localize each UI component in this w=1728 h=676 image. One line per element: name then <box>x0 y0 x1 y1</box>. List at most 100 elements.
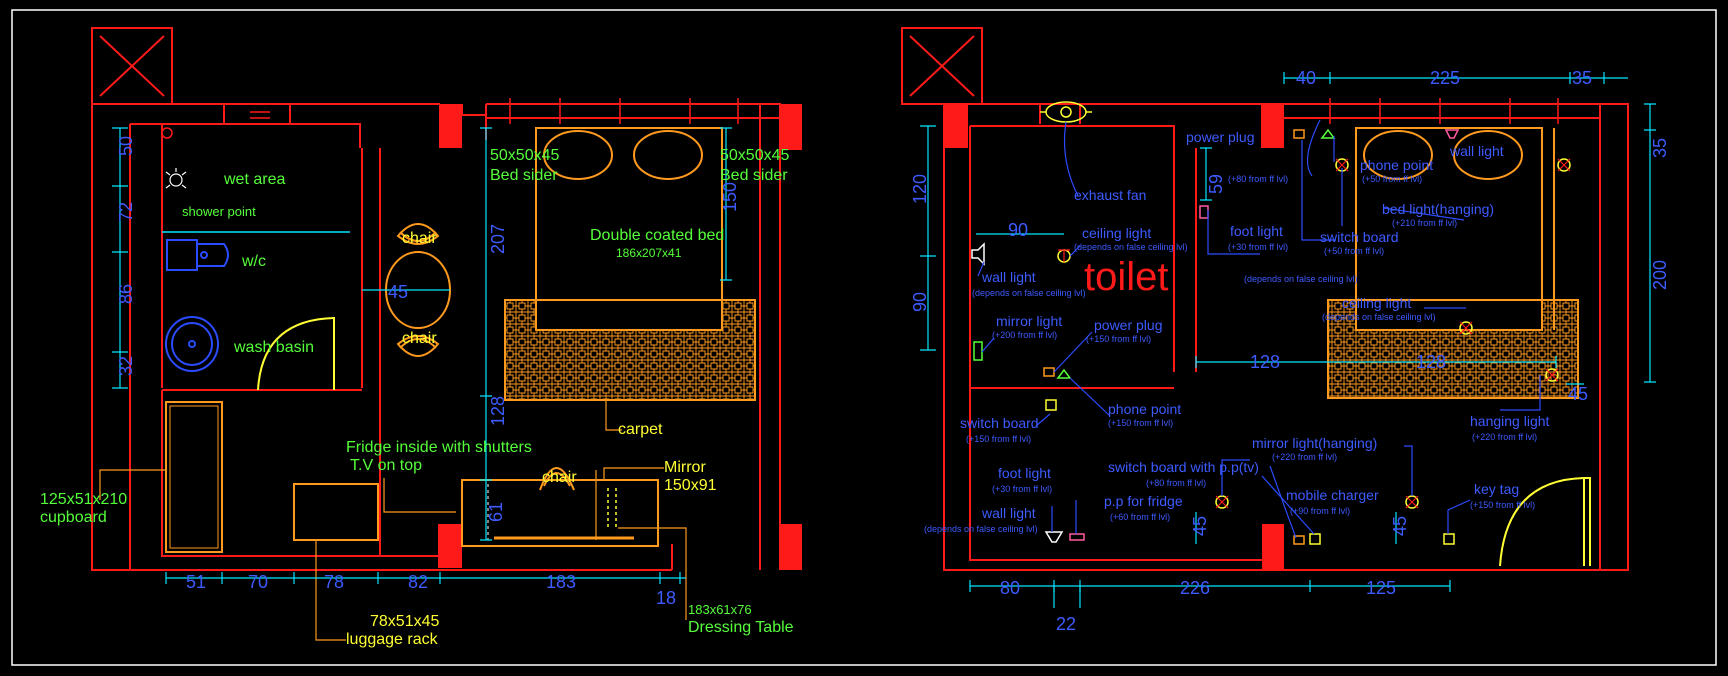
label-key-tag-note: (+150 from ff lvl) <box>1470 500 1535 510</box>
label-shower-point: shower point <box>182 204 256 219</box>
shower-point-icon <box>165 168 187 189</box>
mobile-charger-icon <box>1309 533 1321 545</box>
plan2-dim-lines <box>920 72 1656 608</box>
key-tag-icon <box>1443 533 1455 545</box>
label-mirror-light-hanging-note: (+220 from ff lvl) <box>1272 452 1337 462</box>
label-hanging-light-note: (+220 from ff lvl) <box>1472 432 1537 442</box>
label-key-tag: key tag <box>1474 481 1519 497</box>
sheet-frame <box>11 9 1717 666</box>
label-bed-sider-right-size: 50x50x45 <box>720 147 789 164</box>
plan2-walls <box>901 27 1629 571</box>
dim-61: 61 <box>486 502 506 522</box>
label-switch-board-pp: switch board with p.p(tv) <box>1108 459 1259 475</box>
cupboard-shape <box>165 401 223 553</box>
label-cupboard: cupboard <box>40 509 107 526</box>
plan1-dim-lines <box>112 127 732 584</box>
label-fridge-1: Fridge inside with shutters <box>346 439 532 456</box>
dim-45-b: 45 <box>1390 516 1410 536</box>
label-exhaust-fan: exhaust fan <box>1074 187 1146 203</box>
label-wall-light-1-note: (depends on false ceiling lvl) <box>972 288 1086 298</box>
dim-125: 125 <box>1366 578 1396 598</box>
switch-board-icon <box>1045 399 1057 411</box>
wall-light-1-icon <box>971 242 985 266</box>
label-wash-basin: wash basin <box>233 339 314 356</box>
dim-128: 128 <box>488 396 508 426</box>
dim-45-a: 45 <box>1190 516 1210 536</box>
label-switch-board-1: switch board <box>960 415 1039 431</box>
dim-80: 80 <box>1000 578 1020 598</box>
label-power-plug-1-note: (+150 from ff lvl) <box>1086 334 1151 344</box>
label-switch-board-1-note: (+150 from ff lvl) <box>966 434 1031 444</box>
label-phone-point-2-note: (+50 from ff lvl) <box>1362 174 1422 184</box>
label-dressing-size: 183x61x76 <box>688 602 752 617</box>
dressing-table <box>461 479 659 547</box>
label-wall-light-2-note: (depends on false ceiling lvl) <box>924 524 1038 534</box>
entry-door-swing <box>1499 476 1585 567</box>
label-phone-point-1: phone point <box>1108 401 1181 417</box>
mirror-light-icon <box>973 341 983 361</box>
label-mirror-light: mirror light <box>996 313 1062 329</box>
label-power-plug-2-note: (+80 from ff lvl) <box>1228 174 1288 184</box>
label-power-plug-1: power plug <box>1094 317 1163 333</box>
plan1-columns <box>438 104 802 570</box>
dim-70: 70 <box>248 572 268 592</box>
plan2-window <box>1329 98 1559 124</box>
dim-82: 82 <box>408 572 428 592</box>
label-foot-light-2-note: (+30 from ff lvl) <box>1228 242 1288 252</box>
dim-40: 40 <box>1296 68 1316 88</box>
label-switch-board-2-note: (+50 from ff lvl) <box>1324 246 1384 256</box>
dim-35-right: 35 <box>1650 138 1670 158</box>
label-power-plug-2: power plug <box>1186 129 1255 145</box>
label-switch-board-2: switch board <box>1320 229 1399 245</box>
dressing-chair <box>539 467 575 491</box>
label-bed-sider-right: Bed sider <box>720 167 788 184</box>
power-plug-2-icon <box>1043 367 1055 377</box>
phone-point-2-icon <box>1320 128 1336 139</box>
dim-18: 18 <box>656 588 676 608</box>
plan2-light-crosses <box>1058 158 1571 509</box>
label-bed-size: 186x207x41 <box>616 246 682 260</box>
plan1-leaders <box>99 398 687 641</box>
label-pp-fridge-note: (+60 from ff lvl) <box>1110 512 1170 522</box>
dim-225: 225 <box>1430 68 1460 88</box>
dim-72: 72 <box>116 202 136 222</box>
wall-light-2-icon <box>1044 531 1064 543</box>
label-ceiling-light-note: (depends on false ceiling lvl) <box>1074 242 1188 252</box>
plan2-columns <box>944 104 1284 570</box>
label-switch-board-pp-note: (+80 from ff lvl) <box>1146 478 1206 488</box>
pp-fridge-icon <box>1293 535 1305 545</box>
dim-59: 59 <box>1206 174 1226 194</box>
plan1-labels-yellow: chair chair chair carpet Mirror 150x91 7… <box>346 230 717 648</box>
label-bed-light: bed light(hanging) <box>1382 201 1494 217</box>
label-ceiling-light-2-note: (depends on false ceiling lvl) <box>1322 312 1436 322</box>
dim-226: 226 <box>1180 578 1210 598</box>
luggage-rack-shape <box>293 483 379 541</box>
dim-128b: 128 <box>1416 352 1446 372</box>
bathroom-door-swing <box>257 316 335 391</box>
label-mirror-light-note: (+200 from ff lvl) <box>992 330 1057 340</box>
label-wall-light-2: wall light <box>981 505 1036 521</box>
label-phone-point-1-note: (+150 from ff lvl) <box>1108 418 1173 428</box>
label-wc: w/c <box>241 253 266 270</box>
dim-50: 50 <box>116 136 136 156</box>
toilet-title: toilet <box>1084 255 1169 299</box>
wash-basin-fixture <box>165 316 219 372</box>
bed-light-right-icon <box>1557 158 1571 172</box>
bed-foot <box>535 299 723 331</box>
dim-150: 150 <box>720 182 740 212</box>
dim-86: 86 <box>116 284 136 304</box>
label-wall-light-1: wall light <box>981 269 1036 285</box>
label-mobile-charger: mobile charger <box>1286 487 1379 503</box>
dim-22: 22 <box>1056 614 1076 634</box>
label-cupboard-size: 125x51x210 <box>40 491 127 508</box>
label-foot-light-2: foot light <box>1230 223 1283 239</box>
wc-fixture <box>166 239 229 271</box>
dim-78: 78 <box>324 572 344 592</box>
wall-light-3-icon <box>1444 129 1460 139</box>
foot-light-2-icon <box>1069 533 1085 541</box>
label-chair-top: chair <box>402 230 437 247</box>
plan2-leaders <box>977 119 1541 539</box>
dim-183: 183 <box>546 572 576 592</box>
